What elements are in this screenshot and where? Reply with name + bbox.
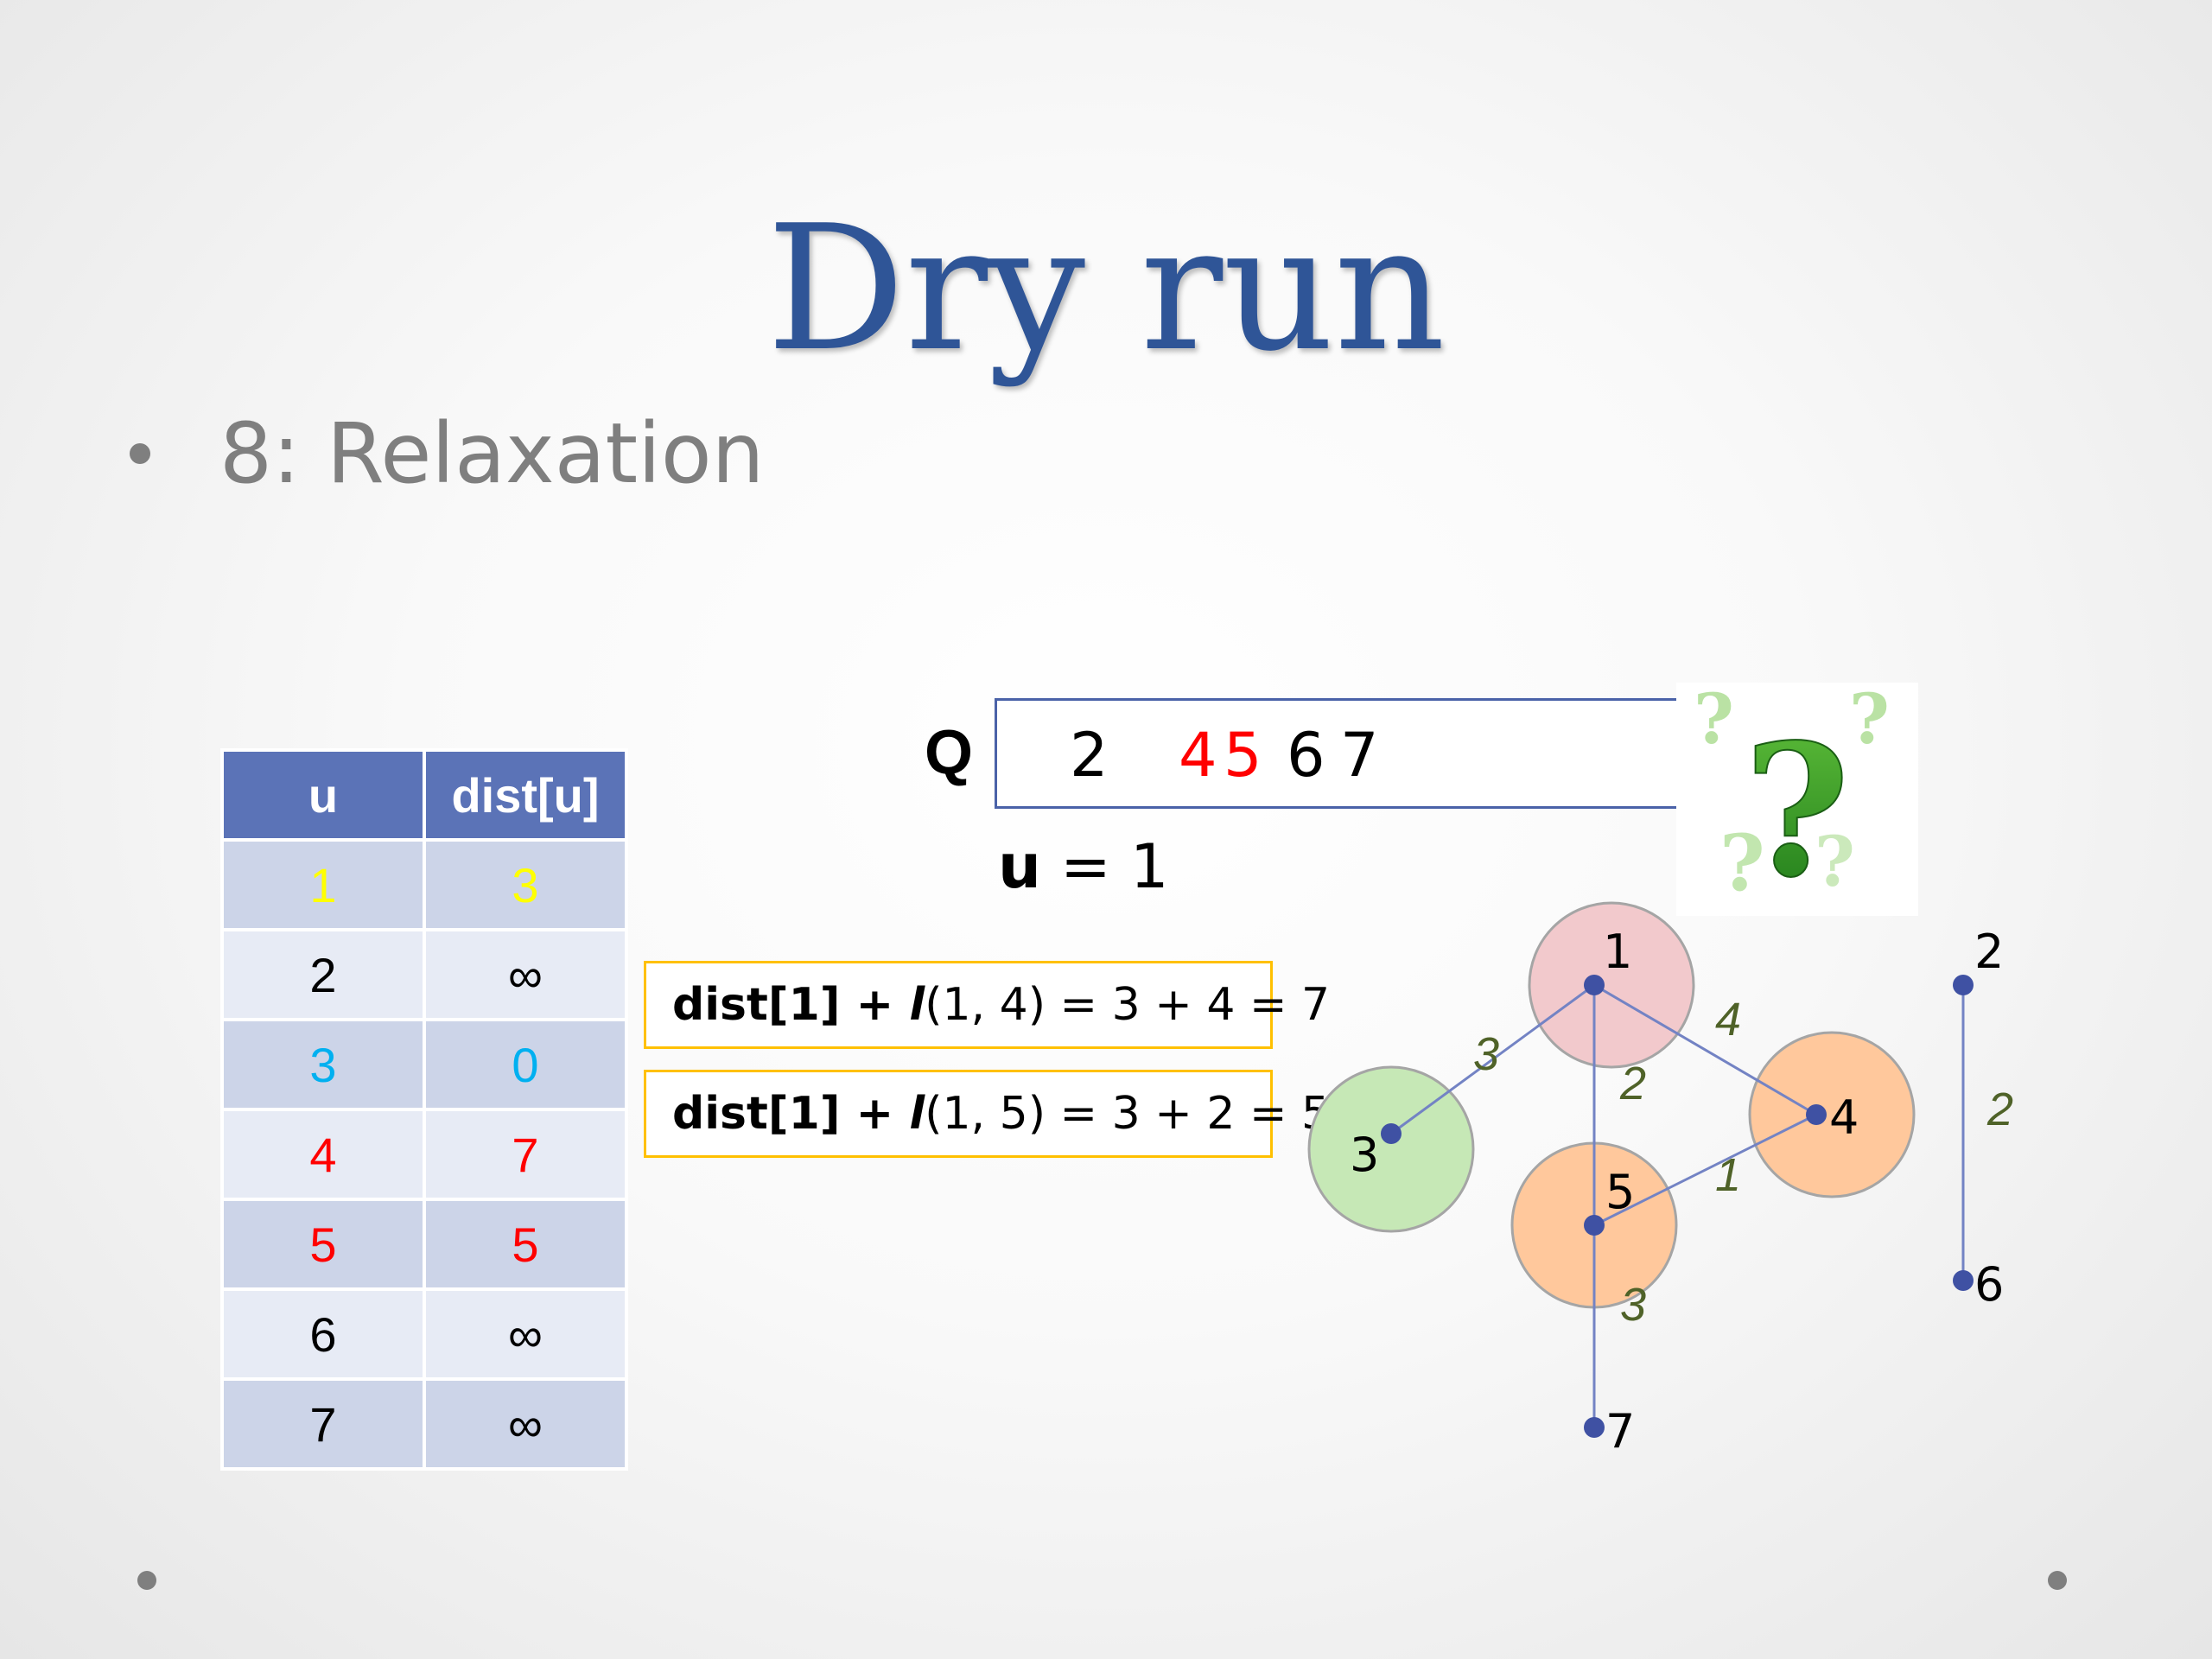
bullet-item: 8: Relaxation: [130, 397, 764, 510]
formula-2-post: (1, 5) = 3 + 2 = 5: [925, 1088, 1331, 1140]
formula-2-pre: dist[1] +: [672, 1088, 910, 1140]
queue-item: 4: [1179, 720, 1217, 791]
cell-dist: ∞: [423, 928, 628, 1021]
edge-weight: 2: [1619, 1058, 1646, 1109]
question-mark-small-3: ?: [1719, 817, 1765, 909]
current-var: u: [998, 831, 1041, 902]
node-dot-3: [1381, 1123, 1402, 1144]
cell-dist: 3: [423, 838, 628, 931]
formula-1-post: (1, 4) = 3 + 4 = 7: [925, 979, 1331, 1031]
edge-weight: 1: [1715, 1149, 1741, 1201]
cell-u: 7: [220, 1377, 426, 1471]
table-row: 2∞: [220, 928, 628, 1021]
node-circle-3: [1307, 1065, 1475, 1233]
node-dot-7: [1584, 1417, 1605, 1438]
cell-dist: ∞: [423, 1287, 628, 1381]
edge-weight: 4: [1715, 994, 1741, 1046]
question-mark-small-1: ?: [1694, 683, 1734, 760]
cell-u: 6: [220, 1287, 426, 1381]
formula-1-pre: dist[1] +: [672, 979, 910, 1031]
corner-dot-right-icon: [2048, 1571, 2067, 1590]
node-dot-1: [1584, 975, 1605, 995]
table-header-row: u dist[u]: [220, 748, 628, 842]
cell-u: 4: [220, 1108, 426, 1201]
table-header-u: u: [220, 748, 426, 842]
queue-label: Q: [925, 718, 974, 787]
table-header-dist: dist[u]: [423, 748, 628, 842]
cell-dist: 0: [423, 1018, 628, 1111]
cell-u: 3: [220, 1018, 426, 1111]
queue-item: 6: [1287, 720, 1325, 791]
node-dot-5: [1584, 1215, 1605, 1236]
node-label: 5: [1605, 1165, 1635, 1219]
graph-diagram: 3 4 2 1 3 2 1 2 3 4 5 6 7: [1307, 901, 2013, 1459]
node-dot-6: [1953, 1270, 1974, 1291]
bullet-text: 8: Relaxation: [219, 405, 765, 502]
formula-1-fn: l: [909, 979, 925, 1031]
table-row: 7∞: [220, 1377, 628, 1471]
formula-box-2: dist[1] + l(1, 5) = 3 + 2 = 5: [644, 1070, 1330, 1158]
node-circle-4: [1748, 1031, 1916, 1198]
question-mark-small-2: ?: [1849, 683, 1890, 760]
cell-dist: 7: [423, 1108, 628, 1201]
formula-2-fn: l: [909, 1088, 925, 1140]
node-label: 6: [1974, 1257, 2004, 1312]
cell-u: 2: [220, 928, 426, 1021]
edge-5-4: [1593, 1113, 1817, 1227]
node-label: 2: [1974, 925, 2004, 979]
queue-item: 2: [1070, 720, 1109, 791]
queue-item: 7: [1340, 720, 1379, 791]
current-value: = 1: [1040, 831, 1169, 902]
edge-weight: 3: [1620, 1279, 1646, 1331]
cell-dist: 5: [423, 1198, 628, 1291]
question-marks-icon: ? ? ? ? ?: [1676, 683, 1918, 916]
node-circle-1: [1528, 901, 1695, 1069]
node-label: 4: [1829, 1090, 1859, 1145]
node-dot-2: [1953, 975, 1974, 995]
question-mark-large: ?: [1744, 704, 1850, 916]
formula-box-1: dist[1] + l(1, 4) = 3 + 4 = 7: [644, 961, 1330, 1049]
corner-dot-left-icon: [137, 1571, 156, 1590]
node-label: 3: [1350, 1128, 1379, 1182]
current-vertex-label: u = 1: [998, 831, 1169, 902]
cell-u: 1: [220, 838, 426, 931]
table-row: 6∞: [220, 1287, 628, 1381]
cell-u: 5: [220, 1198, 426, 1291]
edge-weight: 2: [1986, 1084, 2013, 1135]
node-label: 1: [1603, 925, 1632, 979]
queue-item: 5: [1224, 720, 1262, 791]
edge-1-4: [1593, 983, 1817, 1116]
node-label: 7: [1605, 1404, 1635, 1459]
cell-dist: ∞: [423, 1377, 628, 1471]
question-mark-small-4: ?: [1815, 821, 1855, 902]
bullet-dot-icon: [130, 443, 150, 464]
node-dot-4: [1806, 1104, 1827, 1125]
edge-1-3: [1390, 983, 1595, 1135]
slide-title: Dry run: [766, 188, 1446, 390]
edge-weight: 3: [1473, 1028, 1499, 1080]
